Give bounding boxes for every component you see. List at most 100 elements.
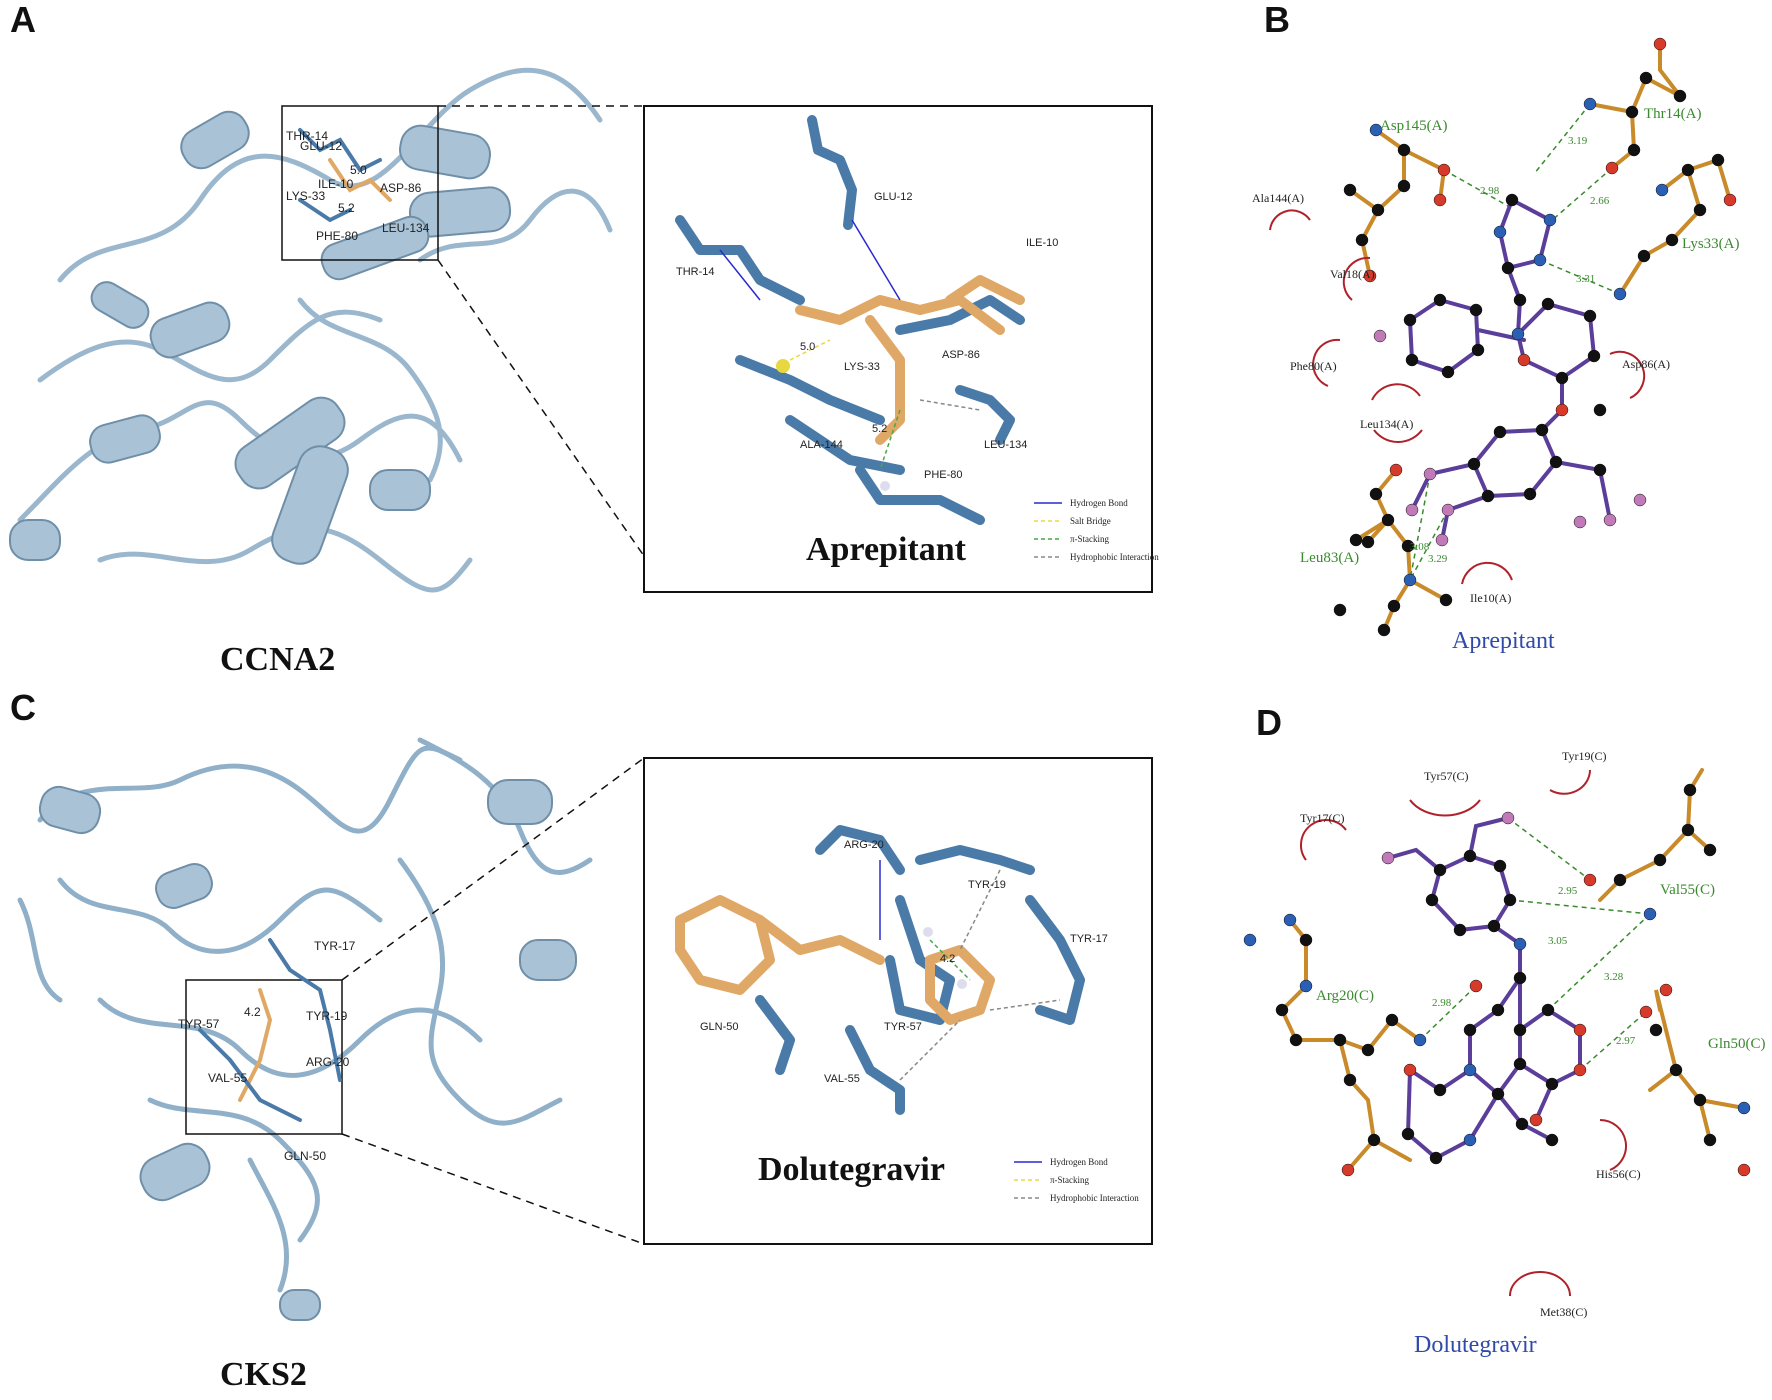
overview-label-thr14: THR-14 <box>286 129 328 143</box>
zoom-connector-bottom-a <box>437 259 645 557</box>
ligplot-b-hydrophobic-arcs <box>1269 209 1646 585</box>
overview-label-5-0: 5.0 <box>350 163 367 177</box>
legend-a-hbond: Hydrogen Bond <box>1070 498 1128 508</box>
salt-bridge-center-a <box>776 359 790 373</box>
zoom-label-ile10: ILE-10 <box>1026 237 1058 249</box>
ligplot-d-atoms <box>1243 783 1751 1177</box>
cks2-helices <box>38 779 577 1321</box>
pi-center-c2 <box>957 979 967 989</box>
panel-c: C TYR-17 TYR-57 4.2 <box>10 687 1153 1393</box>
legend-a-saltbridge: Salt Bridge <box>1070 516 1111 526</box>
zoom-label-gln50: GLN-50 <box>700 1021 739 1033</box>
hbond-residue-lys33: Lys33(A) <box>1682 236 1740 252</box>
legend-a-pistack: π-Stacking <box>1070 534 1110 544</box>
panel-a: A THR-14 <box>9 0 1159 678</box>
cks2-overview-labels: TYR-17 TYR-57 4.2 TYR-19 ARG-20 VAL-55 G… <box>178 939 356 1163</box>
hydrophobic-residue-met38: Met38(C) <box>1540 1305 1587 1319</box>
zoom-label-asp86: ASP-86 <box>942 349 980 361</box>
ligplot-b-labels: Asp145(A) Thr14(A) Lys33(A) Leu83(A) Ala… <box>1252 106 1740 605</box>
cks2-ribbon <box>17 737 593 1293</box>
distance-d-3: 2.98 <box>1432 997 1452 1009</box>
zoom-region-box-c <box>185 979 343 1135</box>
hbond-residue-arg20: Arg20(C) <box>1316 988 1374 1004</box>
hydrophobic-residue-tyr19: Tyr19(C) <box>1562 749 1606 763</box>
overview-label-tyr19: TYR-19 <box>306 1009 348 1023</box>
hydrophobic-residue-asp86: Asp86(A) <box>1622 357 1670 371</box>
pi-center-c1 <box>923 927 933 937</box>
legend-c-hydrophobic: Hydrophobic Interaction <box>1050 1193 1139 1203</box>
ligplot-d-hbonds <box>1419 817 1651 1071</box>
pi-center-a <box>880 481 890 491</box>
overview-label-arg20: ARG-20 <box>306 1055 350 1069</box>
ligplot-d-ligand-bonds <box>1386 816 1582 1161</box>
zoom-label-leu134: LEU-134 <box>984 439 1027 451</box>
overview-label-phe80: PHE-80 <box>316 229 358 243</box>
hbond-residue-asp145: Asp145(A) <box>1380 118 1448 134</box>
distance-d-1: 3.05 <box>1548 935 1568 947</box>
hbond-residue-leu83: Leu83(A) <box>1300 550 1359 566</box>
ligplot-b-hbonds <box>1409 103 1621 581</box>
zoom-region-box-a <box>281 105 439 261</box>
distance-d-0: 2.95 <box>1558 885 1578 897</box>
overview-label-5-2: 5.2 <box>338 201 355 215</box>
ligand-name-a: Aprepitant <box>806 531 967 568</box>
zoom-label-tyr19: TYR-19 <box>968 879 1006 891</box>
distance-b-2: 2.66 <box>1590 195 1610 207</box>
zoom-label-glu12: GLU-12 <box>874 191 913 203</box>
distance-b-1: 2.98 <box>1480 185 1500 197</box>
distance-d-2: 3.28 <box>1604 971 1624 983</box>
distance-b-3: 3.31 <box>1576 273 1595 285</box>
ligplot-b-ligand-bonds <box>1407 197 1612 542</box>
zoom-label-phe80: PHE-80 <box>924 469 963 481</box>
panel-b-letter: B <box>1264 0 1290 40</box>
distance-b-4: 3.08 <box>1410 541 1430 553</box>
zoom-label-tyr17: TYR-17 <box>1070 933 1108 945</box>
panel-c-letter: C <box>10 687 36 728</box>
hydrophobic-residue-phe80: Phe80(A) <box>1290 359 1337 373</box>
legend-c: Hydrogen Bond π-Stacking Hydrophobic Int… <box>1014 1157 1139 1203</box>
ligplot-d-labels: Val55(C) Arg20(C) Gln50(C) Tyr57(C) Tyr1… <box>1300 749 1766 1319</box>
zoom-c-interactions <box>879 860 1061 1081</box>
zoom-label-4-2: 4.2 <box>940 953 955 965</box>
distance-b-5: 3.29 <box>1428 553 1448 565</box>
hydrophobic-residue-val18: Val18(A) <box>1330 267 1375 281</box>
zoom-c-labels: ARG-20 TYR-19 TYR-17 4.2 GLN-50 TYR-57 V… <box>700 839 1108 1085</box>
hydrophobic-residue-tyr57: Tyr57(C) <box>1424 769 1468 783</box>
ccna2-helices <box>9 110 512 565</box>
protein-name-cks2: CKS2 <box>220 1356 307 1393</box>
overview-label-gln50: GLN-50 <box>284 1149 326 1163</box>
ligand-2d-name-d: Dolutegravir <box>1414 1332 1537 1358</box>
zoom-label-arg20: ARG-20 <box>844 839 884 851</box>
zoom-a-labels: GLU-12 ILE-10 THR-14 5.0 LYS-33 ASP-86 5… <box>676 191 1058 481</box>
legend-a: Hydrogen Bond Salt Bridge π-Stacking Hyd… <box>1034 498 1159 562</box>
protein-name-ccna2: CCNA2 <box>220 641 335 678</box>
overview-label-ile10: ILE-10 <box>318 177 354 191</box>
overview-label-lys33: LYS-33 <box>286 189 325 203</box>
panel-b: B <box>1252 0 1740 654</box>
ccna2-overview-labels: THR-14 GLU-12 ILE-10 ASP-86 LYS-33 5.0 5… <box>286 129 430 243</box>
ligplot-b-atoms <box>1333 37 1737 637</box>
overview-label-val55: VAL-55 <box>208 1071 247 1085</box>
zoom-label-lys33: LYS-33 <box>844 361 880 373</box>
hbond-residue-val55: Val55(C) <box>1660 882 1715 898</box>
legend-c-hbond: Hydrogen Bond <box>1050 1157 1108 1167</box>
ligand-name-c: Dolutegravir <box>758 1151 945 1188</box>
zoom-a-interactions <box>719 219 981 471</box>
panel-d: D <box>1243 702 1766 1358</box>
overview-label-leu134: LEU-134 <box>382 221 430 235</box>
zoom-label-thr14: THR-14 <box>676 266 715 278</box>
zoom-a-sticks <box>675 115 1025 525</box>
zoom-label-ala144: ALA-144 <box>800 439 843 451</box>
zoom-label-5-0: 5.0 <box>800 341 815 353</box>
ccna2-site-sticks <box>298 128 392 223</box>
hbond-residue-thr14: Thr14(A) <box>1644 106 1701 122</box>
ligplot-d-hydrophobic-arcs <box>1300 769 1627 1297</box>
overview-label-glu12: GLU-12 <box>300 139 342 153</box>
hydrophobic-residue-tyr17: Tyr17(C) <box>1300 811 1344 825</box>
ligand-2d-name-b: Aprepitant <box>1452 628 1555 654</box>
panel-a-letter: A <box>10 0 36 40</box>
hbond-residue-gln50: Gln50(C) <box>1708 1036 1766 1052</box>
overview-label-tyr17: TYR-17 <box>314 939 356 953</box>
hydrophobic-residue-leu134: Leu134(A) <box>1360 417 1413 431</box>
